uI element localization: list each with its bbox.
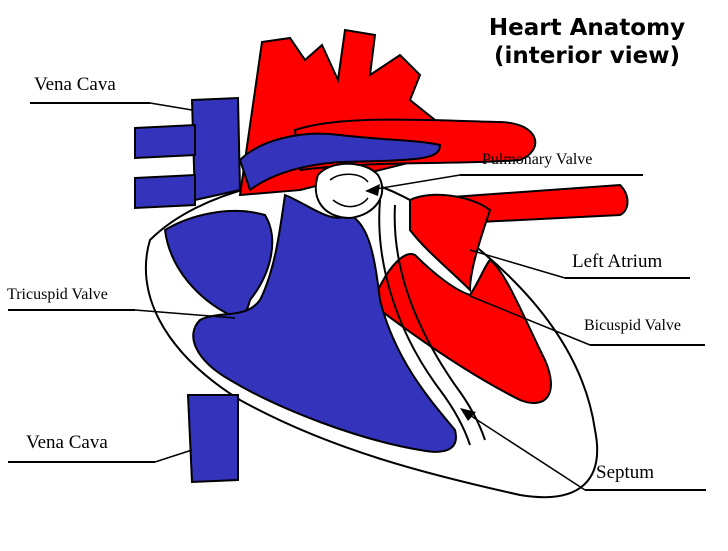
left-atrium	[409, 193, 492, 293]
label-vena-cava-top: Vena Cava	[34, 74, 116, 95]
right-ventricle	[192, 193, 457, 453]
septum-wall	[378, 199, 471, 446]
title-line-2: (interior view)	[494, 43, 680, 69]
label-bicuspid-valve: Bicuspid Valve	[584, 317, 682, 334]
diagram-title: Heart Anatomy (interior view)	[456, 14, 718, 70]
label-pulmonary-valve: Pulmonary Valve	[482, 151, 593, 168]
inferior-vena-cava	[186, 394, 239, 484]
label-tricuspid-valve: Tricuspid Valve	[7, 286, 108, 303]
title-line-1: Heart Anatomy	[488, 15, 686, 41]
label-left-atrium: Left Atrium	[572, 251, 663, 272]
label-vena-cava-bottom: Vena Cava	[26, 432, 108, 453]
pulmonary-branch-lower	[134, 173, 196, 210]
label-septum: Septum	[596, 462, 655, 483]
pulmonary-branch-upper	[134, 123, 196, 160]
right-atrium	[163, 209, 274, 321]
superior-vena-cava	[190, 96, 242, 202]
pulmonary-trunk	[238, 132, 442, 192]
left-ventricle	[376, 253, 552, 405]
